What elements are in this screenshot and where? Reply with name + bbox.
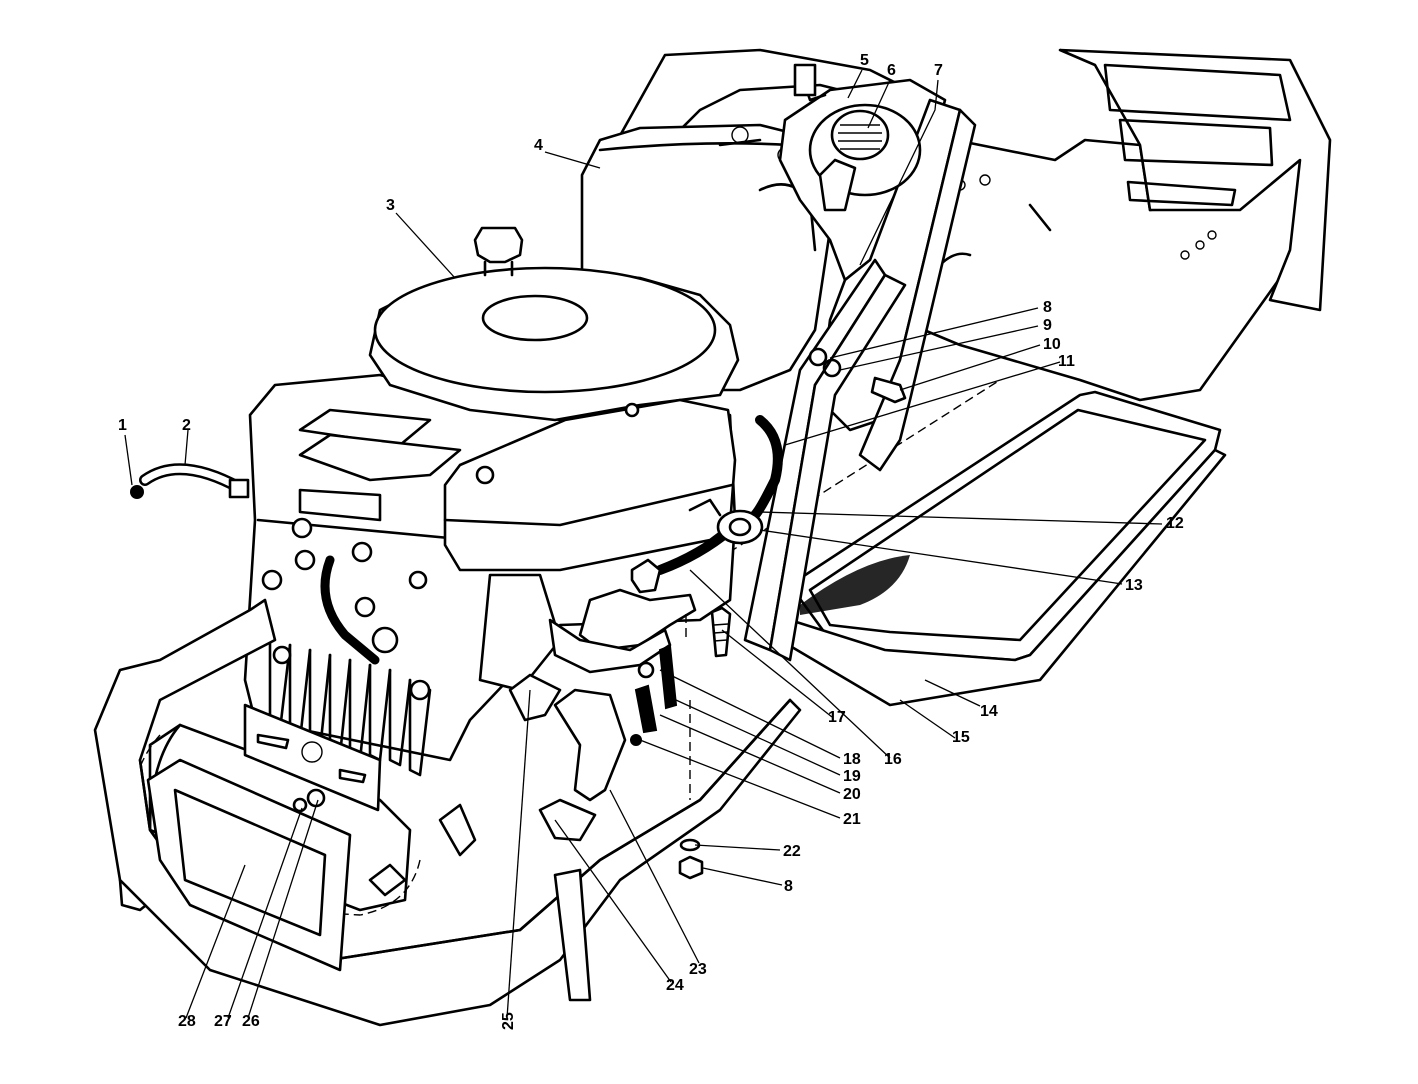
callout-15: 15 bbox=[952, 729, 970, 746]
hardware-cluster bbox=[630, 606, 732, 800]
callout-25: 25 bbox=[500, 1012, 517, 1030]
engine-bolts bbox=[261, 517, 431, 701]
callout-13: 13 bbox=[1125, 577, 1143, 594]
callout-19: 19 bbox=[843, 768, 861, 785]
dash-steering-support bbox=[778, 63, 977, 472]
callout-4: 4 bbox=[534, 137, 543, 154]
callout-24: 24 bbox=[666, 977, 684, 994]
fuel-system bbox=[548, 415, 783, 674]
callout-16: 16 bbox=[884, 751, 902, 768]
callout-9: 9 bbox=[1043, 317, 1052, 334]
callout-17: 17 bbox=[828, 709, 846, 726]
callout-2: 2 bbox=[182, 417, 191, 434]
callout-10: 10 bbox=[1043, 336, 1061, 353]
small-parts bbox=[130, 347, 907, 880]
callout-11: 11 bbox=[1058, 353, 1075, 370]
callout-22: 22 bbox=[783, 843, 801, 860]
callout-3: 3 bbox=[386, 197, 395, 214]
callout-5: 5 bbox=[860, 52, 869, 69]
front-bumper bbox=[93, 598, 802, 1027]
callout-18: 18 bbox=[843, 751, 861, 768]
callout-26: 26 bbox=[242, 1013, 260, 1030]
blower-housing bbox=[368, 226, 740, 422]
callout-1: 1 bbox=[118, 417, 127, 434]
frame-rear-panels bbox=[610, 48, 1332, 402]
stipple-shading bbox=[800, 555, 910, 615]
callout-14: 14 bbox=[980, 703, 998, 720]
column-strip bbox=[743, 258, 907, 662]
air-cleaner bbox=[443, 398, 737, 692]
callout-21: 21 bbox=[843, 811, 861, 828]
callout-23: 23 bbox=[689, 961, 707, 978]
callout-6: 6 bbox=[887, 62, 896, 79]
callout-8: 8 bbox=[1043, 299, 1052, 316]
callout-20: 20 bbox=[843, 786, 861, 803]
callout-28: 28 bbox=[178, 1013, 196, 1030]
footrest-floor-pan bbox=[669, 379, 1227, 707]
leader-lines bbox=[124, 69, 1163, 1019]
callout-12: 12 bbox=[1166, 515, 1184, 532]
callout-7: 7 bbox=[934, 62, 943, 79]
callout-27: 27 bbox=[214, 1013, 232, 1030]
callout-8-lower: 8 bbox=[784, 878, 793, 895]
callout-labels: 1 2 3 4 5 6 7 8 9 10 11 12 13 14 15 16 1… bbox=[118, 52, 1184, 1030]
